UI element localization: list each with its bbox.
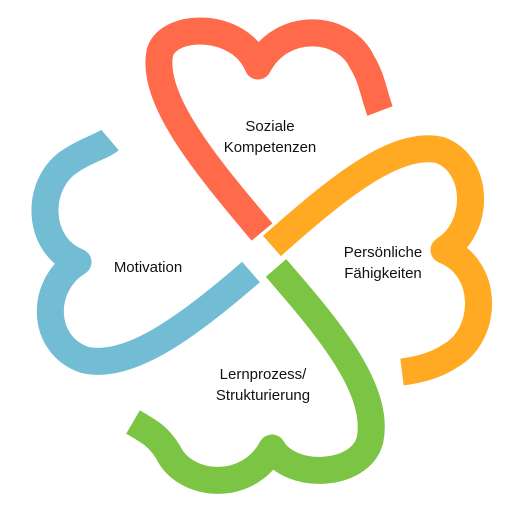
- label-line: Fähigkeiten: [344, 265, 422, 282]
- label-line: Motivation: [113, 259, 183, 276]
- label-motivation: Motivation: [88, 257, 208, 278]
- label-soziale-kompetenzen: Soziale Kompetenzen: [205, 116, 335, 158]
- label-persoenliche-faehigkeiten: Persönliche Fähigkeiten: [318, 242, 448, 284]
- label-line: Soziale: [245, 118, 295, 135]
- leaf-right-heart: [263, 135, 492, 386]
- label-lernprozess-strukturierung: Lernprozess/ Strukturierung: [193, 364, 333, 406]
- label-line: Persönliche: [343, 244, 423, 261]
- leaf-bottom-heart: [126, 259, 385, 494]
- label-line: Strukturierung: [215, 387, 311, 404]
- label-line: Kompetenzen: [223, 139, 317, 156]
- label-line: Lernprozess/: [219, 366, 307, 383]
- leaf-left-heart: [31, 129, 260, 375]
- leaf-top-heart: [145, 17, 393, 241]
